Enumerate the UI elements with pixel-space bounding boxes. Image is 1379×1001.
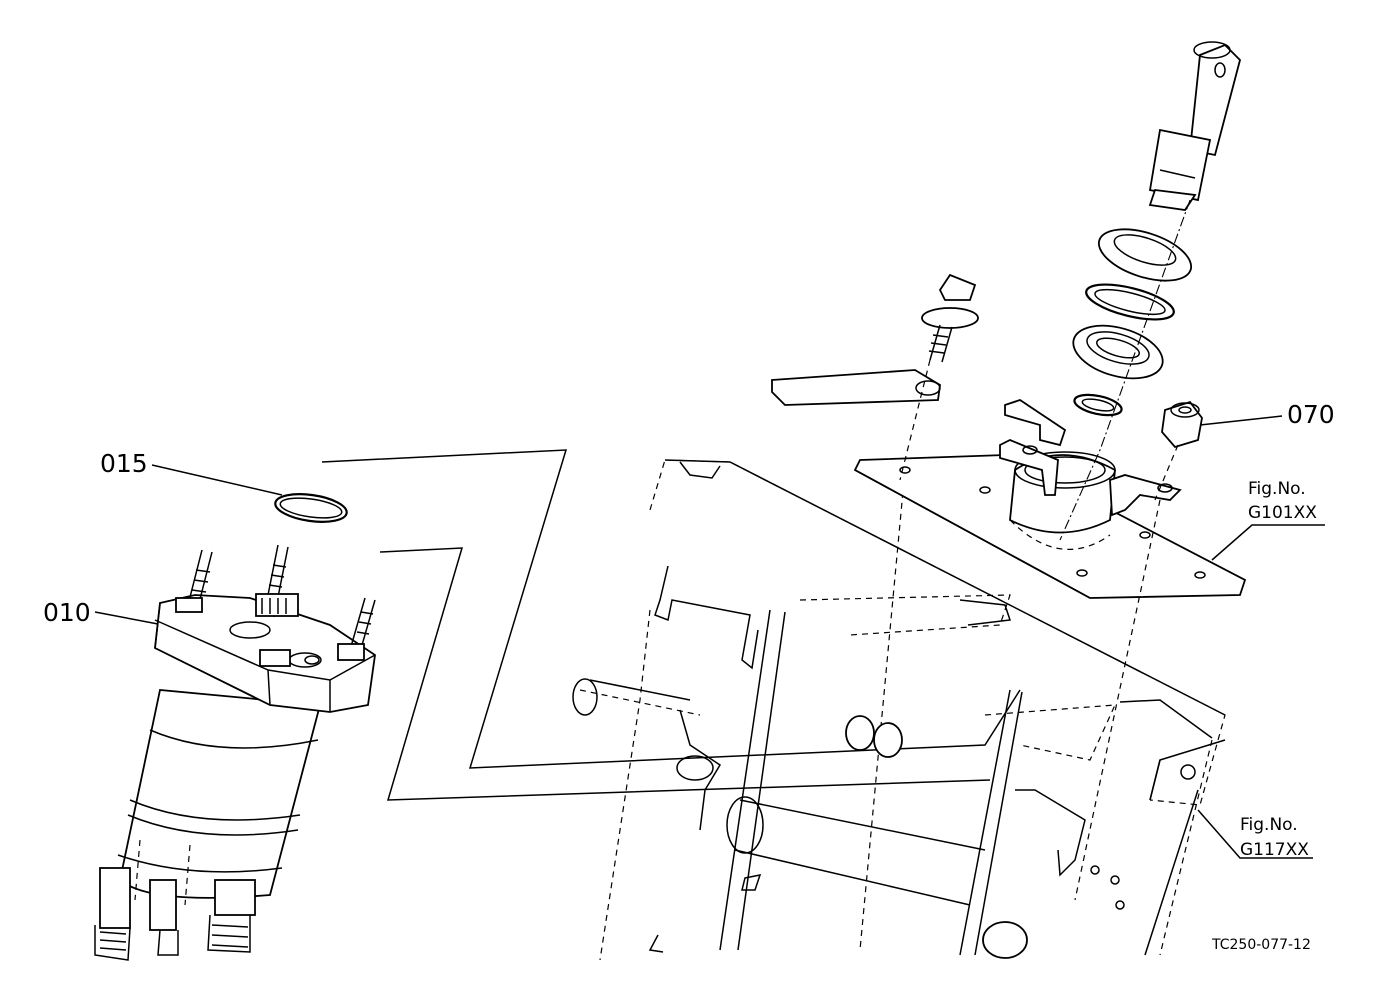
- o-ring-part[interactable]: [274, 490, 349, 526]
- fig-ref-g117-code: G117XX: [1240, 840, 1309, 860]
- fig-ref-g117-prefix: Fig.No.: [1240, 815, 1298, 835]
- drawing-code: TC250-077-12: [1211, 937, 1311, 953]
- shaft-part: [1148, 41, 1242, 211]
- fig-ref-g101-prefix: Fig.No.: [1248, 479, 1306, 499]
- flat-bar-part: [771, 369, 941, 406]
- callout-010: 010: [43, 598, 91, 627]
- fig-ref-g101-code: G101XX: [1248, 503, 1317, 523]
- bolt-part[interactable]: [921, 273, 979, 363]
- snap-ring-part: [1085, 283, 1175, 321]
- leader-lines: [94, 415, 1325, 859]
- callout-070: 070: [1287, 400, 1335, 429]
- motor-assembly-part[interactable]: [94, 544, 376, 961]
- bearing-part: [1072, 324, 1164, 380]
- seal-ring-part: [1097, 228, 1193, 282]
- callout-015: 015: [100, 449, 148, 478]
- assembly-guide-lines: [321, 449, 1021, 801]
- circlip-part: [1073, 393, 1123, 417]
- frame-assembly: [572, 459, 1226, 961]
- collar-part[interactable]: [1161, 400, 1203, 449]
